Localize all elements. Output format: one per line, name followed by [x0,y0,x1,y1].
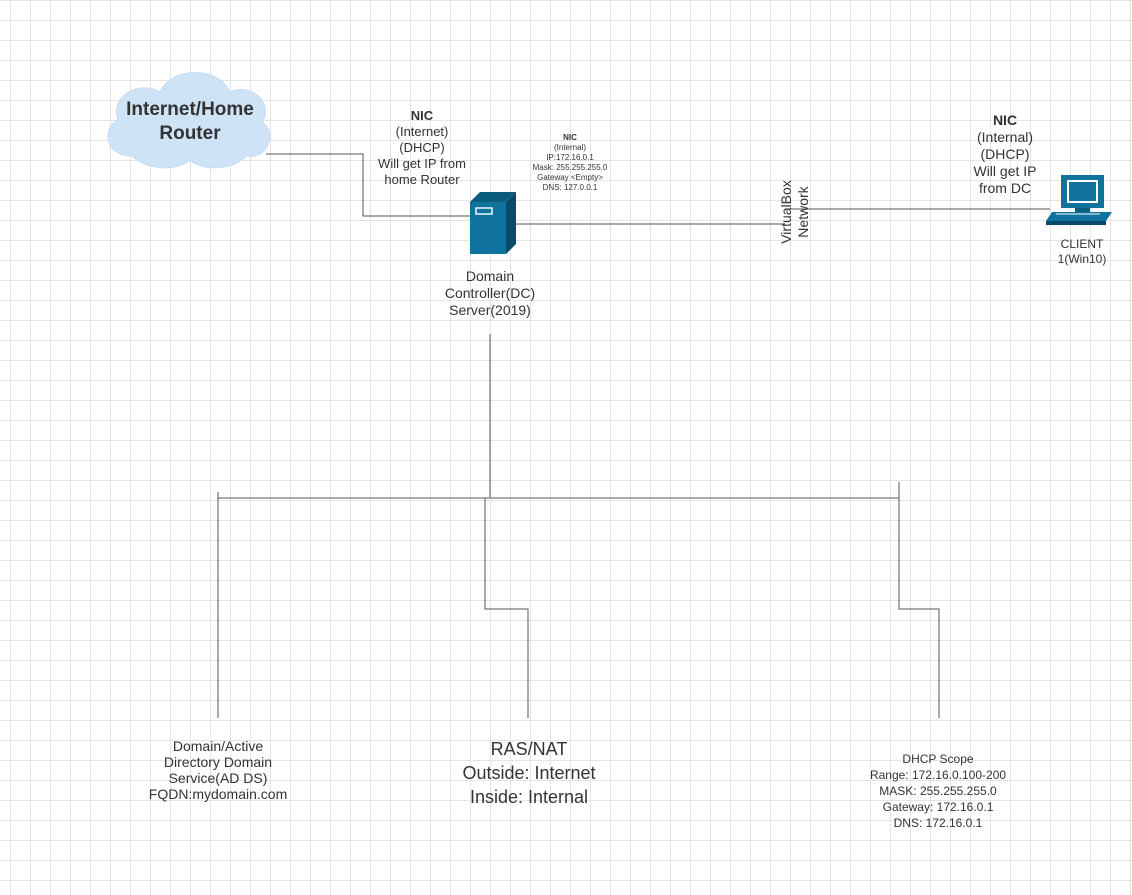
nic-dc-line: (Internal) [553,143,586,152]
ras-nat-label: RAS/NAT Outside: Internet Inside: Intern… [434,737,624,809]
ras-line: Outside: Internet [462,763,596,783]
ras-line: Inside: Internal [469,787,589,807]
nic-dc-line: Gateway <Empty> [537,173,603,182]
server-label: Domain Controller(DC) Server(2019) [420,268,560,319]
nic-dc-line: Mask: 255.255.255.0 [532,163,608,172]
server-icon [470,192,516,254]
ras-line: RAS/NAT [490,739,568,759]
virtualbox-line: VirtualBox [778,180,794,244]
client-line: 1(Win10) [1057,252,1107,266]
dhcp-line: Range: 172.16.0.100-200 [869,768,1007,782]
nic-client-line: from DC [978,180,1032,196]
adds-label: Domain/Active Directory Domain Service(A… [128,738,308,802]
dhcp-line: MASK: 255.255.255.0 [879,784,997,798]
virtualbox-network-label: VirtualBox Network [778,162,812,262]
nic-dc-line: IP:172.16.0.1 [546,153,594,162]
ras-connector [484,498,529,718]
adds-line: Directory Domain [163,754,273,770]
service-bus-connector [217,482,900,499]
dhcp-connector [898,498,940,718]
dhcp-line: DNS: 172.16.0.1 [893,816,983,830]
nic-client-line: (Internal) [976,129,1034,145]
cloud-icon [107,72,271,169]
adds-line: FQDN:mydomain.com [148,786,288,802]
nic-internet-title: NIC [410,108,434,123]
router-to-server-connector [266,153,470,217]
nic-client-line: Will get IP [973,163,1037,179]
nic-client-line: (DHCP) [980,146,1030,162]
nic-dc-label: NIC (Internal) IP:172.16.0.1 Mask: 255.2… [520,133,620,193]
nic-client-title: NIC [992,112,1018,128]
client-line: CLIENT [1060,237,1104,251]
nic-dc-title: NIC [563,133,577,142]
nic-internet-line: home Router [384,172,460,187]
server-line: Server(2019) [449,302,531,318]
client-label: CLIENT 1(Win10) [1042,237,1122,267]
adds-line: Domain/Active [172,738,264,754]
dhcp-scope-label: DHCP Scope Range: 172.16.0.100-200 MASK:… [853,751,1023,831]
nic-internet-line: Will get IP from [378,156,466,171]
dhcp-line: Gateway: 172.16.0.1 [882,800,994,814]
nic-dc-line: DNS: 127.0.0.1 [542,183,598,192]
nic-internet-label: NIC (Internet) (DHCP) Will get IP from h… [375,108,469,188]
internet-router-label: Internet/Home Router [126,99,254,144]
dhcp-line: DHCP Scope [902,752,974,766]
server-line: Domain [465,268,515,284]
server-line: Controller(DC) [444,285,536,301]
virtualbox-line: Network [795,186,811,238]
desktop-computer-icon [1046,175,1112,225]
nic-internet-line: (Internet) [395,124,449,139]
adds-line: Service(AD DS) [168,770,268,786]
nic-client-label: NIC (Internal) (DHCP) Will get IP from D… [955,112,1055,197]
nic-internet-line: (DHCP) [399,140,445,155]
